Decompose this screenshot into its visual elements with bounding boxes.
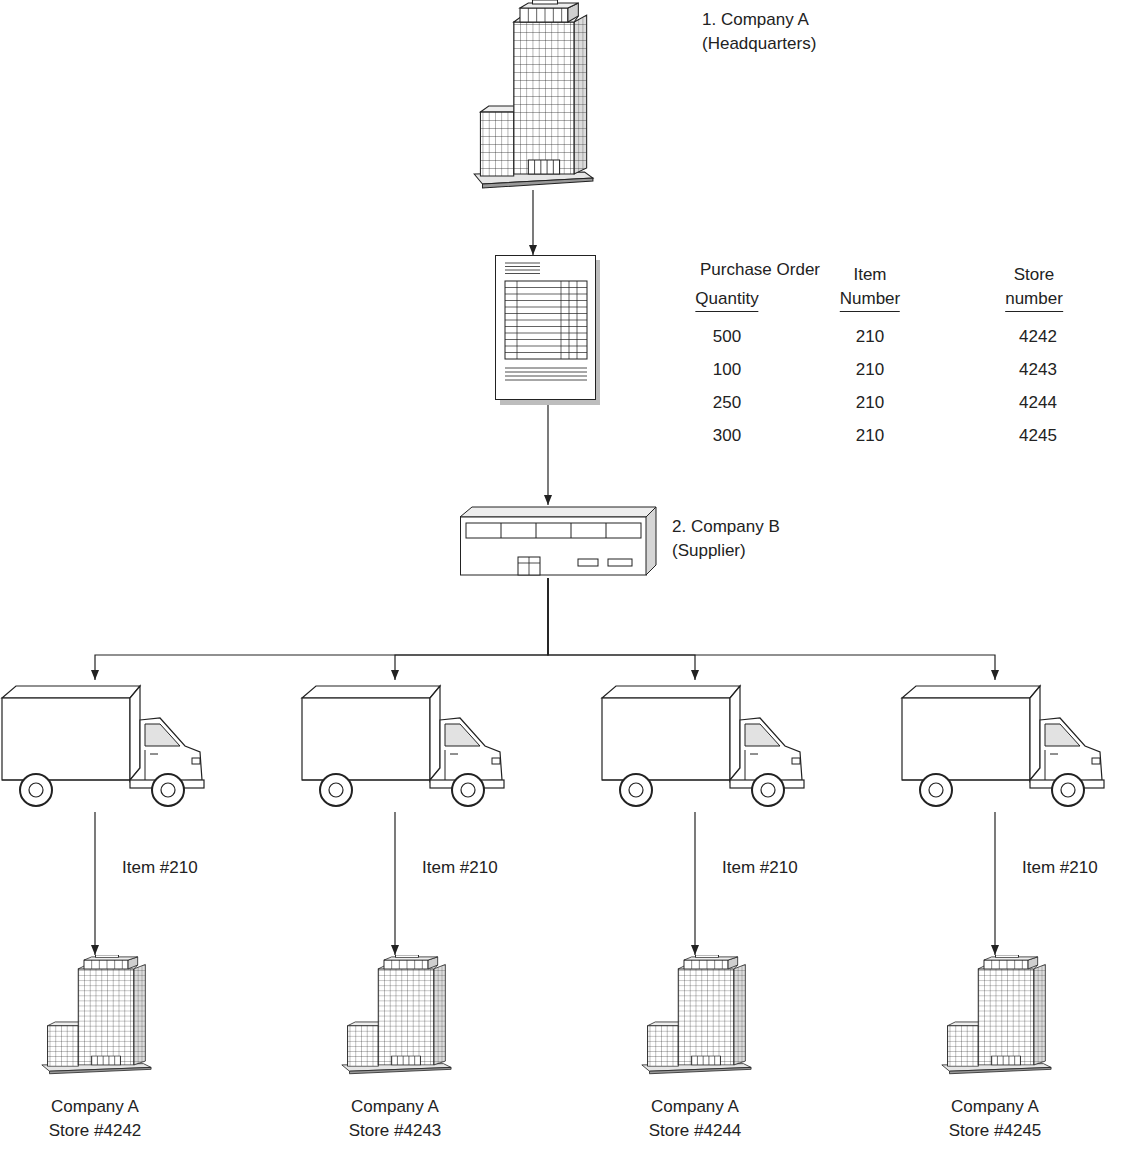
node-label: Company A Store #4242 xyxy=(30,1095,160,1143)
truck-illustration xyxy=(2,686,204,806)
table-header: Store number xyxy=(1005,263,1063,312)
table-cell: 210 xyxy=(856,424,884,448)
warehouse-illustration xyxy=(460,507,656,575)
table-header: Quantity xyxy=(695,287,758,312)
table-header: Item Number xyxy=(840,263,900,312)
flow-arrow xyxy=(395,578,548,680)
store-illustration xyxy=(342,955,451,1074)
table-cell: 4242 xyxy=(1019,325,1057,349)
flow-arrow xyxy=(694,812,695,955)
flow-arrow xyxy=(547,405,548,505)
table-cell: 4244 xyxy=(1019,391,1057,415)
store-building: Company A Store #4245 xyxy=(938,955,1053,1075)
node-label: 1. Company A (Headquarters) xyxy=(702,8,852,56)
store-building: Company A Store #4242 xyxy=(38,955,153,1075)
store-building: Company A Store #4243 xyxy=(338,955,453,1075)
store-illustration xyxy=(942,955,1051,1074)
node-label: Item #210 xyxy=(1022,856,1098,880)
flow-arrow xyxy=(95,578,548,680)
document-illustration xyxy=(496,256,601,406)
table-cell: 100 xyxy=(713,358,741,382)
node-label: Company A Store #4245 xyxy=(930,1095,1060,1143)
flow-arrow xyxy=(532,190,533,255)
headquarters-illustration xyxy=(474,0,593,188)
delivery-truck: Item #210 xyxy=(600,680,805,812)
node-label: Item #210 xyxy=(122,856,198,880)
supplier-building: 2. Company B (Supplier) xyxy=(460,505,657,578)
headquarters-building: 1. Company A (Headquarters) xyxy=(470,0,595,190)
table-cell: 210 xyxy=(856,391,884,415)
table-cell: 500 xyxy=(713,325,741,349)
flow-arrow xyxy=(394,812,395,955)
table-cell: 210 xyxy=(856,325,884,349)
store-building: Company A Store #4244 xyxy=(638,955,753,1075)
truck-illustration xyxy=(902,686,1104,806)
delivery-truck: Item #210 xyxy=(300,680,505,812)
table-cell: 4243 xyxy=(1019,358,1057,382)
flow-arrow xyxy=(994,812,995,955)
truck-illustration xyxy=(302,686,504,806)
flow-arrow xyxy=(548,578,995,680)
node-label: Item #210 xyxy=(422,856,498,880)
node-label: 2. Company B (Supplier) xyxy=(672,515,822,563)
table-cell: 210 xyxy=(856,358,884,382)
store-illustration xyxy=(42,955,151,1074)
delivery-truck: Item #210 xyxy=(900,680,1105,812)
purchase-order-document: Purchase Order xyxy=(495,255,600,405)
flow-arrow xyxy=(548,578,695,680)
table-cell: 4245 xyxy=(1019,424,1057,448)
node-label: Company A Store #4244 xyxy=(630,1095,760,1143)
node-label: Purchase Order xyxy=(700,258,820,282)
node-label: Company A Store #4243 xyxy=(330,1095,460,1143)
flow-arrow xyxy=(94,812,95,955)
table-cell: 300 xyxy=(713,424,741,448)
store-illustration xyxy=(642,955,751,1074)
truck-illustration xyxy=(602,686,804,806)
table-cell: 250 xyxy=(713,391,741,415)
node-label: Item #210 xyxy=(722,856,798,880)
delivery-truck: Item #210 xyxy=(0,680,205,812)
